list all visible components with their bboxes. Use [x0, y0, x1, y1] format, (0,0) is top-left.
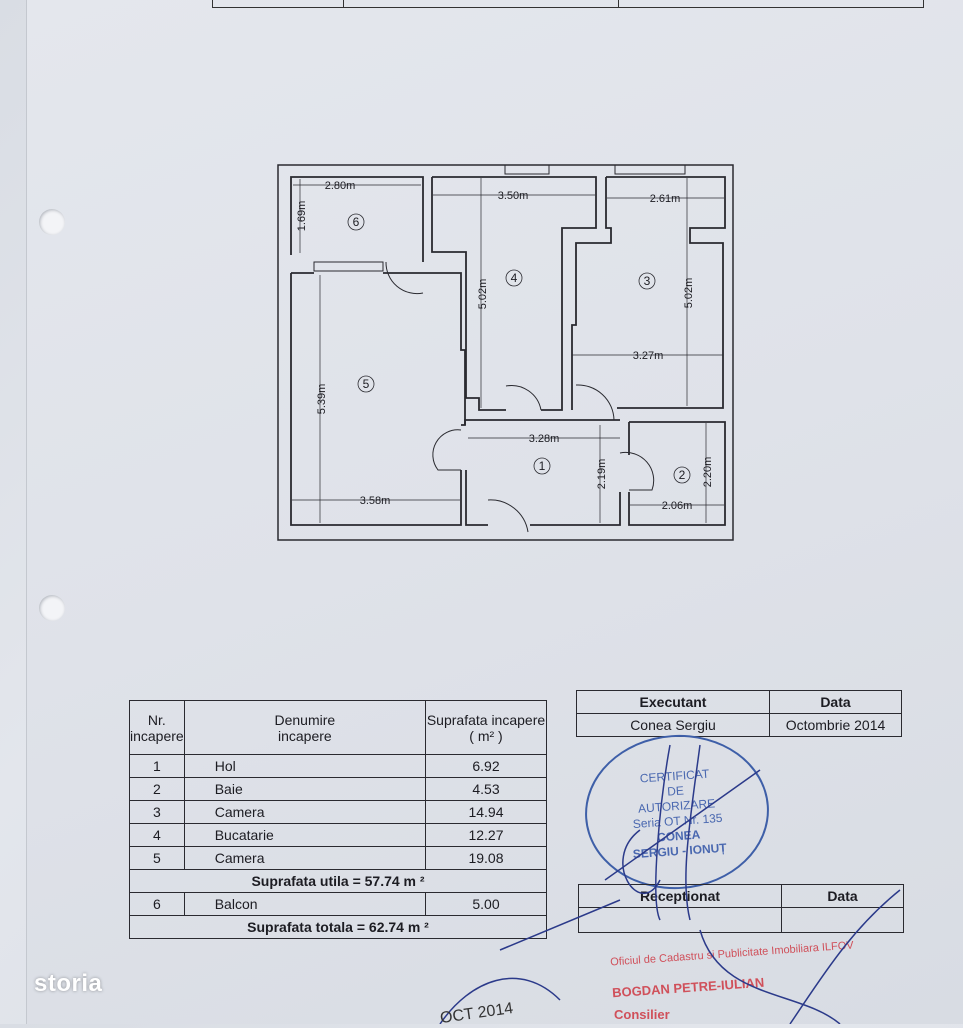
dim-r6-height: 1.69m: [296, 201, 308, 232]
room-number-3: 3: [644, 274, 651, 288]
executant-date: Octombrie 2014: [769, 713, 902, 737]
cell-area: 4.53: [425, 777, 547, 801]
room-number-2: 2: [679, 468, 686, 482]
dim-r5-width: 3.58m: [360, 495, 391, 507]
room-6-walls: [290, 176, 424, 262]
room-4-walls: [431, 177, 506, 411]
cell-nr: 1: [129, 754, 185, 778]
cell-area: 6.92: [425, 754, 547, 778]
hall-walls: [461, 419, 620, 426]
cell-area: 19.08: [425, 846, 547, 870]
dim-r3-width: 2.61m: [650, 193, 681, 205]
dim-r5-height: 5.39m: [316, 384, 328, 415]
office-stamp-role: Consilier: [614, 1007, 670, 1022]
header-nr: Nr.incapere: [129, 700, 185, 755]
dim-r4-height: 5.02m: [477, 279, 489, 310]
room-number-1: 1: [539, 459, 546, 473]
room-number-4: 4: [511, 271, 518, 285]
cell-name: Baie: [183, 777, 427, 801]
dim-r1-width: 3.28m: [529, 433, 560, 445]
useful-area-total: Suprafata utila = 57.74 m ²: [129, 869, 547, 893]
receptionat-date: [781, 907, 904, 933]
room-3-walls: [571, 177, 612, 410]
dim-r3-width2: 3.27m: [633, 350, 664, 362]
dim-r4-width: 3.50m: [498, 190, 529, 202]
cell-nr: 6: [129, 892, 185, 916]
room-5-walls: [290, 273, 462, 526]
dim-r3-height: 5.02m: [683, 278, 695, 309]
storia-watermark-logo: storia: [34, 970, 103, 997]
room-number-6: 6: [353, 215, 360, 229]
total-area: Suprafata totala = 62.74 m ²: [129, 915, 547, 939]
punch-hole: [39, 595, 65, 621]
room-2-walls: [628, 421, 726, 526]
dim-r6-width: 2.80m: [325, 180, 356, 192]
receptionat-value: [578, 907, 782, 933]
receptionat-label: Receptionat: [578, 884, 782, 908]
header-area: Suprafata incapere( m² ): [425, 700, 547, 755]
dim-r2-width: 2.06m: [662, 500, 693, 512]
cell-area: 5.00: [425, 892, 547, 916]
room-number-5: 5: [363, 377, 370, 391]
cell-name: Balcon: [183, 892, 427, 916]
executant-name: Conea Sergiu: [576, 713, 770, 737]
top-table-edge: [212, 0, 924, 8]
dim-r2-height: 2.20m: [702, 457, 714, 488]
cell-nr: 2: [129, 777, 185, 801]
dim-r1-height: 2.19m: [596, 459, 608, 490]
executant-label: Executant: [576, 690, 770, 714]
punch-hole: [39, 209, 65, 235]
